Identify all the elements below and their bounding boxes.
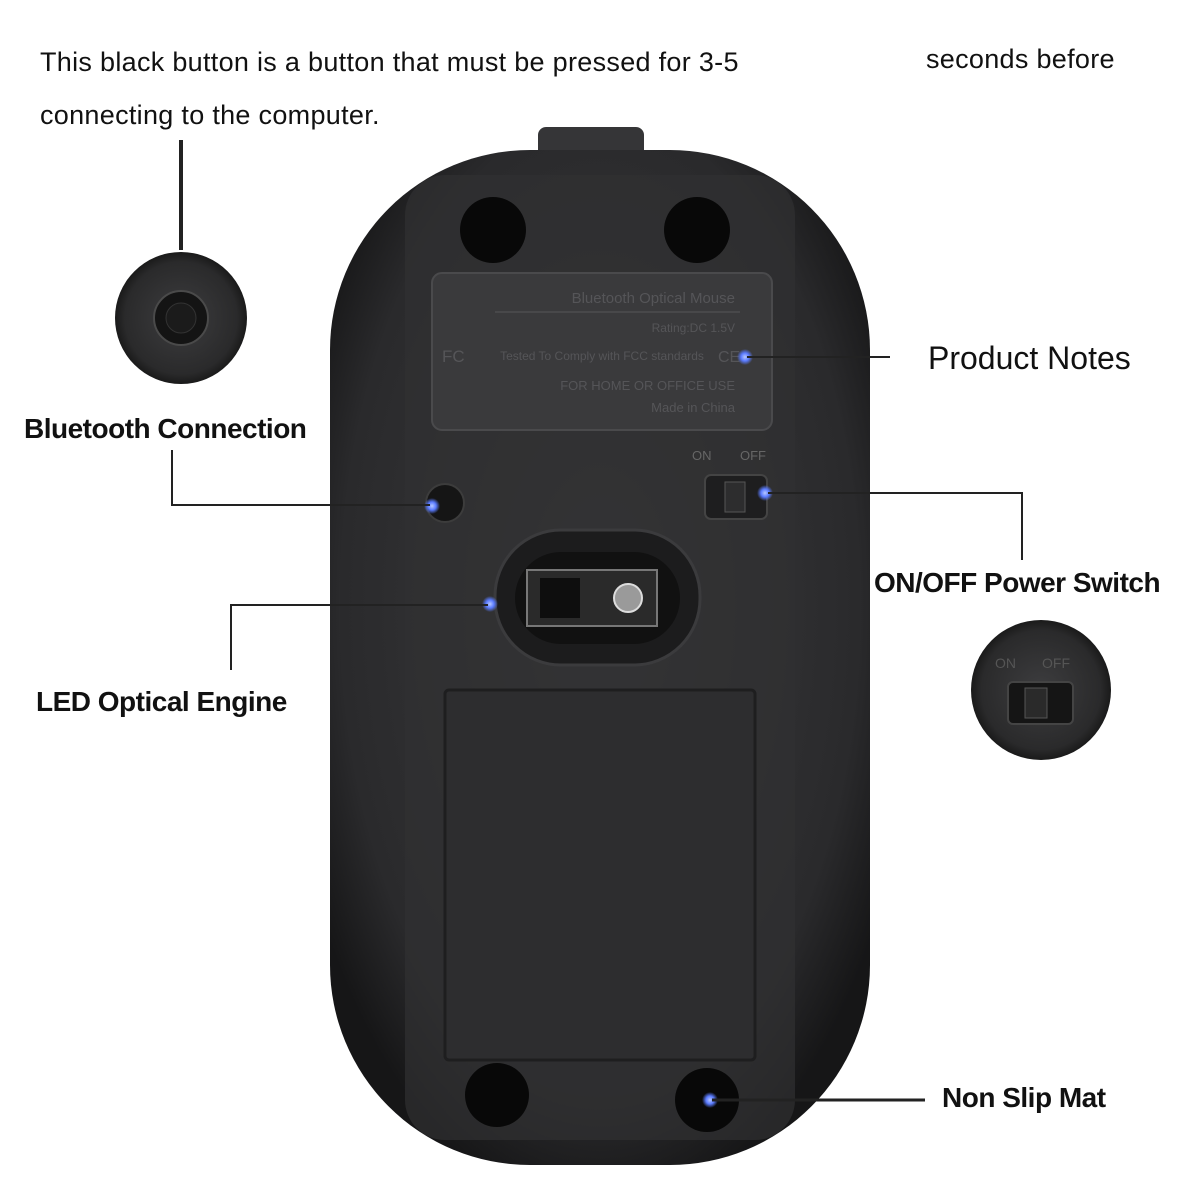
zoom-off-text: OFF (1042, 655, 1070, 671)
product-label-plate: Bluetooth Optical Mouse Rating:DC 1.5V F… (431, 272, 773, 431)
intro-line-2: connecting to the computer. (40, 100, 380, 130)
svg-text:FC: FC (442, 347, 465, 366)
zoom-on-text: ON (995, 655, 1016, 671)
label-rating: Rating:DC 1.5V (652, 321, 735, 335)
bluetooth-button-zoom (115, 252, 247, 384)
switch-off-text: OFF (740, 448, 766, 463)
callout-led-engine: LED Optical Engine (36, 686, 287, 717)
callout-non-slip: Non Slip Mat (942, 1082, 1106, 1113)
power-switch[interactable]: ON OFF (692, 448, 768, 520)
led-optical-sensor (493, 528, 702, 667)
battery-door (443, 688, 757, 1062)
callout-product-notes: Product Notes (928, 340, 1131, 376)
leader-lines (171, 140, 1023, 1102)
label-compliance: Tested To Comply with FCC standards (500, 349, 704, 363)
intro-line-1b: seconds before (926, 44, 1115, 74)
svg-text:CE: CE (718, 349, 740, 366)
label-use: FOR HOME OR OFFICE USE (560, 378, 735, 393)
label-title: Bluetooth Optical Mouse (572, 290, 735, 307)
switch-on-text: ON (692, 448, 712, 463)
indicator-dots (424, 349, 773, 1108)
power-switch-zoom: ON OFF (971, 620, 1111, 760)
label-origin: Made in China (651, 400, 736, 415)
intro-line-1a: This black button is a button that must … (40, 47, 739, 77)
callout-power-switch: ON/OFF Power Switch (874, 567, 1161, 598)
callout-bluetooth: Bluetooth Connection (24, 413, 307, 444)
